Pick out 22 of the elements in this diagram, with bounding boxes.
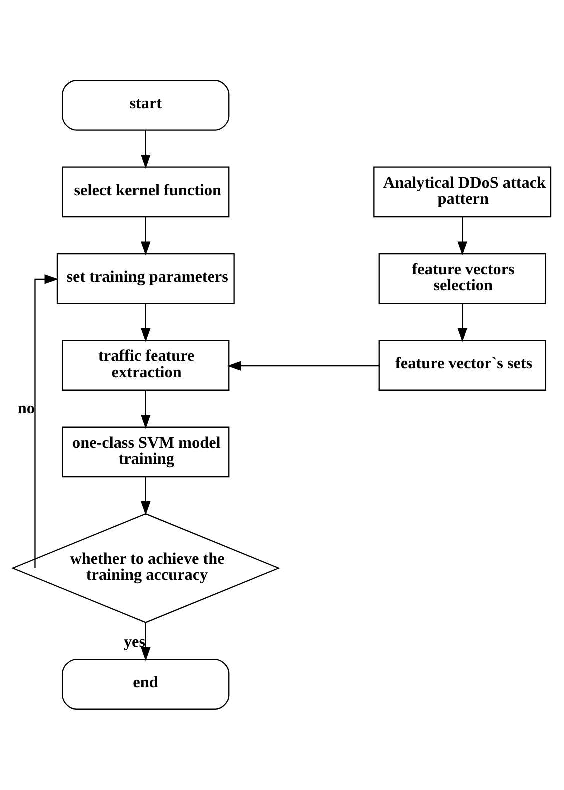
node-box: feature vectors selection (378, 253, 546, 304)
node-box: end (62, 659, 230, 710)
node-box: Analytical DDoS attack pattern (374, 166, 552, 218)
edge-label: no (18, 400, 35, 418)
node-box: one-class SVM model training (62, 426, 230, 478)
arrow (458, 217, 468, 256)
arrow (34, 274, 59, 568)
arrow (141, 304, 151, 342)
arrow (141, 130, 151, 169)
arrow (141, 390, 151, 429)
edge-label: yes (124, 634, 146, 652)
node-box: traffic feature extraction (62, 340, 230, 391)
arrow (141, 622, 151, 662)
arrow (458, 304, 468, 342)
arrow (141, 477, 151, 516)
node-box: set training parameters (56, 253, 235, 304)
node-box: feature vector`s sets (378, 340, 546, 391)
arrow (141, 217, 151, 256)
arrow (227, 361, 380, 371)
node-box: start (62, 80, 230, 131)
node-diamond: whether to achieve the training accuracy (11, 513, 280, 624)
node-box: select kernel function (62, 166, 230, 218)
